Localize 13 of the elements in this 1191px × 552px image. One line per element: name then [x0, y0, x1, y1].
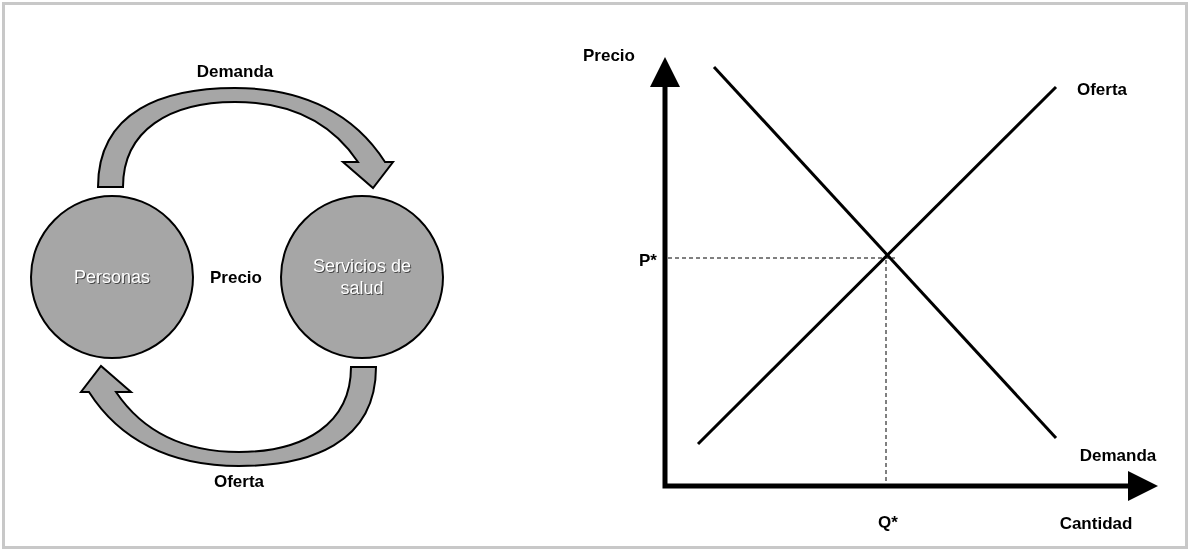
curved-block-arrow	[80, 365, 377, 467]
edge-label: Oferta	[213, 471, 265, 494]
text-label: Precio	[583, 45, 635, 68]
text-label: Demanda	[1079, 445, 1157, 468]
text-label: Cantidad	[1059, 513, 1133, 536]
text-label: P*	[639, 250, 657, 273]
curved-block-arrow	[97, 87, 394, 189]
node-label: Personas	[72, 266, 151, 288]
text-label: Q*	[878, 512, 898, 535]
text-label: Precio	[210, 267, 262, 290]
node-label: Servicios de salud	[311, 255, 412, 299]
text-label: Oferta	[1076, 79, 1128, 102]
edge-label: Demanda	[196, 61, 274, 84]
